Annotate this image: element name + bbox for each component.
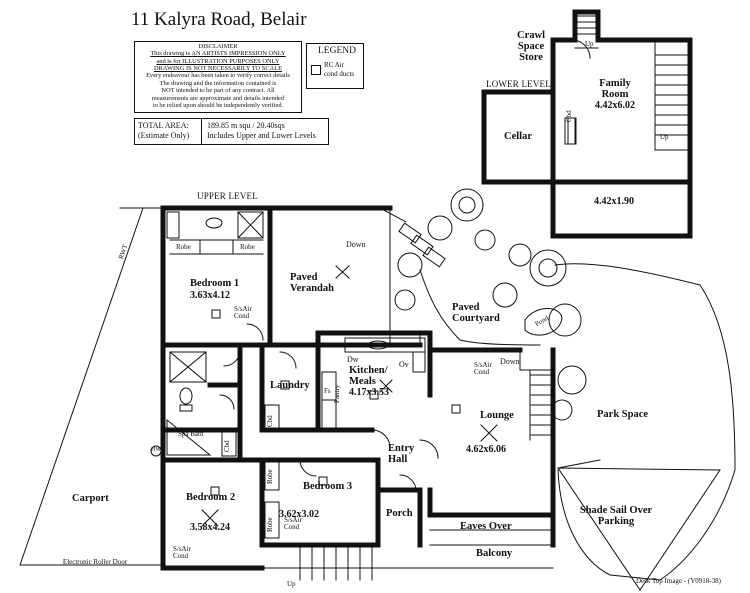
garden-furniture xyxy=(398,222,446,268)
bedroom3-label: Bedroom 3 xyxy=(303,481,353,492)
eaves-over-label: Eaves Over xyxy=(460,521,512,532)
kitchen-label: Kitchen/ Meals xyxy=(349,365,388,388)
lounge-dimensions: 4.62x6.06 xyxy=(466,444,506,455)
garden-trees xyxy=(394,188,587,421)
family-room-label: Family Room xyxy=(599,78,631,101)
paved-verandah-label: Paved Verandah xyxy=(290,272,334,295)
kitchen-dimensions: 4.17x3.53 xyxy=(349,387,389,398)
bedroom1-label: Bedroom 1 xyxy=(190,278,240,289)
area-label-box: TOTAL AREA: (Estimate Only) xyxy=(134,118,202,145)
air-cond-label: S/sAir Cond xyxy=(474,361,492,377)
paved-courtyard-label: Paved Courtyard xyxy=(452,302,500,325)
bedroom2-label: Bedroom 2 xyxy=(186,492,236,503)
cbd-label: Cbd xyxy=(223,440,231,452)
robe-label: Robe xyxy=(240,243,255,251)
family-room-dimensions: 4.42x6.02 xyxy=(595,100,635,111)
hot-water-label: HW xyxy=(151,447,161,453)
carport-label: Carport xyxy=(72,493,109,504)
disclaimer-heading: DISCLAIMER xyxy=(198,43,238,50)
upper-level-label: UPPER LEVEL xyxy=(197,191,258,201)
spa-bath-label: Spa Bath xyxy=(178,430,204,438)
robe-label: Robe xyxy=(266,517,274,532)
legend-heading: LEGEND xyxy=(318,46,356,56)
entry-hall-label: Entry Hall xyxy=(388,443,415,466)
disclaimer-line: to be relied upon should be independentl… xyxy=(152,101,284,109)
down-label: Down xyxy=(346,240,366,249)
cbd-label: Cbd xyxy=(565,110,573,122)
up-label: Up xyxy=(660,133,669,141)
robe-label: Robe xyxy=(266,469,274,484)
bedroom2-dimensions: 3.58x4.24 xyxy=(190,522,230,533)
lower-level-label: LOWER LEVEL xyxy=(486,79,551,89)
area-label-line1: TOTAL AREA: xyxy=(138,121,189,130)
cbd-label: Cbd xyxy=(266,415,274,427)
lower-stairs xyxy=(654,54,689,136)
air-cond-label: S/sAir Cond xyxy=(173,545,191,561)
area-value-box: 189.85 m squ / 20.40sqs Includes Upper a… xyxy=(201,118,329,145)
area-value-line1: 189.85 m squ / 20.40sqs xyxy=(207,121,285,130)
disclaimer-line: NOT intended to be part of any contract.… xyxy=(161,87,275,95)
air-cond-label: S/sAir Cond xyxy=(284,516,302,532)
cellar-label: Cellar xyxy=(504,131,532,142)
down-label: Down xyxy=(500,357,520,366)
bedroom3-dimensions: 3.62x3.02 xyxy=(279,509,319,520)
disclaimer-box: DISCLAIMER This drawing is AN ARTISTS IM… xyxy=(134,41,302,113)
area-value-line2: Includes Upper and Lower Levels xyxy=(207,131,316,140)
legend-box: LEGEND RC Air cond ducts xyxy=(306,43,364,89)
disclaimer-line: The drawing and the information containe… xyxy=(159,79,277,87)
air-cond-ducts xyxy=(210,309,461,496)
up-label: Up xyxy=(287,580,296,588)
balcony-label: Balcony xyxy=(476,548,513,559)
lounge-stairs xyxy=(529,369,553,441)
legend-item-line1: RC Air xyxy=(324,61,345,69)
duct-square-icon xyxy=(311,65,321,75)
legend-item-line2: cond ducts xyxy=(324,70,355,78)
laundry-label: Laundry xyxy=(270,380,310,391)
lower-room-dimensions: 4.42x1.90 xyxy=(594,196,634,207)
lower-level-walls xyxy=(481,9,693,239)
disclaimer-line: Every endeavour has been taken to verify… xyxy=(146,72,290,80)
lounge-label: Lounge xyxy=(480,410,514,421)
footer-note: Desk Top Image - (Y0918-38) xyxy=(636,577,721,585)
air-cond-label: S/sAir Cond xyxy=(234,305,252,321)
balcony-stairs xyxy=(299,544,373,581)
crawl-space-label: Crawl Space Store xyxy=(517,30,545,64)
roller-door-label: Electronic Roller Door xyxy=(62,558,128,566)
shade-sail-label: Shade Sail Over Parking xyxy=(579,505,653,528)
porch-label: Porch xyxy=(386,508,413,519)
disclaimer-line: This drawing is AN ARTISTS IMPRESSION ON… xyxy=(150,50,286,58)
disclaimer-line: DRAWING IS NOT NECESSARILY TO SCALE xyxy=(153,65,283,73)
park-space-label: Park Space xyxy=(597,409,649,420)
bedroom1-dimensions: 3.63x4.12 xyxy=(190,290,230,301)
oven-label: Ov xyxy=(399,360,409,369)
lower-top-stairs xyxy=(577,15,596,35)
robe-label: Robe xyxy=(176,243,191,251)
fridge-label: Fs xyxy=(324,387,331,395)
up-label: Up xyxy=(585,40,594,48)
pantry-label: Pantry xyxy=(333,384,341,403)
area-label-line2: (Estimate Only) xyxy=(138,131,190,140)
page-title: 11 Kalyra Road, Belair xyxy=(131,9,307,30)
ceiling-fans xyxy=(201,265,498,527)
disclaimer-line: measurements are approximate and details… xyxy=(151,94,285,102)
dishwasher-label: Dw xyxy=(347,355,359,364)
disclaimer-line: and is for ILLUSTRATION PURPOSES ONLY xyxy=(156,57,280,65)
